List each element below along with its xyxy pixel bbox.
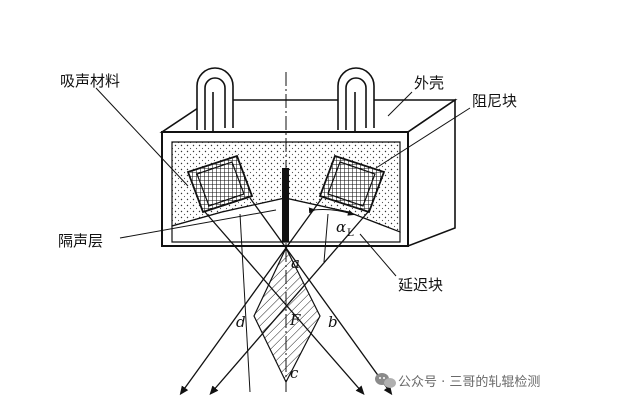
label-point-a: a [291,254,300,272]
leader-isolation [119,209,277,239]
label-absorber: 吸声材料 [60,72,120,90]
label-delay-block: 延迟块 [398,276,443,294]
label-shell: 外壳 [414,74,444,92]
label-point-b: b [328,313,338,331]
normal-left [239,213,251,393]
label-isolation-layer: 隔声层 [58,232,103,250]
leader-delay [359,233,397,277]
label-damper: 阻尼块 [472,92,517,110]
label-point-c: c [290,364,299,382]
angle-arc [308,207,355,216]
damper-block-right [318,154,386,214]
label-point-f: F [289,311,301,329]
beam-right [179,197,369,396]
leader-lines [95,87,471,277]
label-alpha: α [336,218,346,236]
damper-block-left [186,154,254,214]
normal-right [323,213,329,263]
connector-right [337,67,375,146]
watermark-text: 公众号 · 三哥的轧辊检测 [398,374,540,390]
beam-left [204,197,393,396]
leader-damper [375,107,471,169]
label-point-d: d [236,313,246,331]
wechat-icon [375,373,396,388]
label-alpha-sub: L [347,228,354,239]
focal-zone [253,246,321,384]
leader-absorber [95,87,189,187]
leader-shell [387,91,413,117]
watermark: 公众号 · 三哥的轧辊检测 [375,373,540,390]
